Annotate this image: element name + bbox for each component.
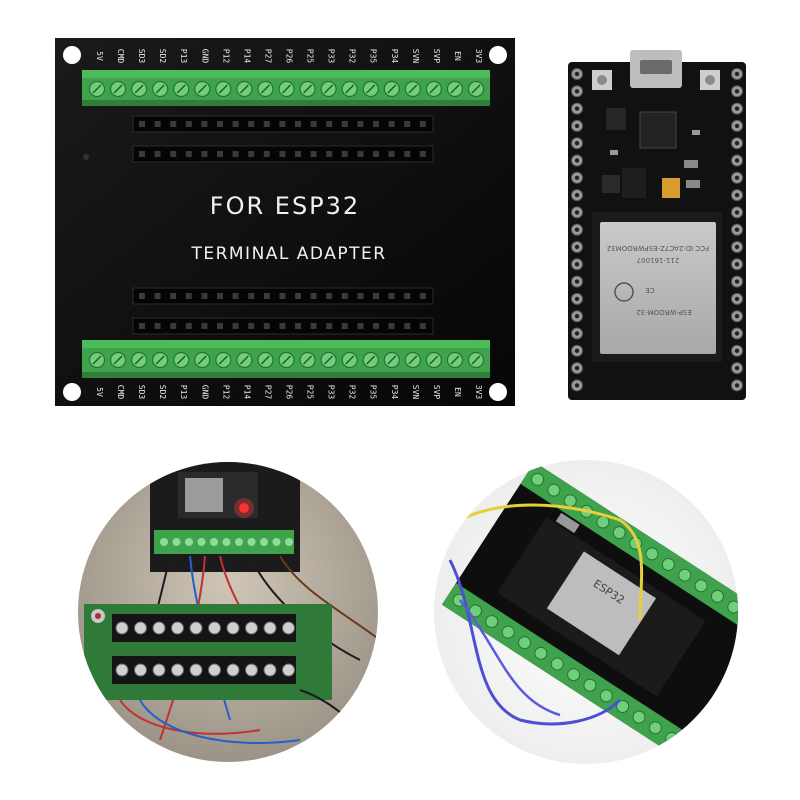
mounting-hole — [63, 46, 81, 64]
top-pin-label: GND — [200, 49, 209, 64]
top-pin-label: SD3 — [137, 49, 146, 64]
top-pin-label: 3V3 — [474, 49, 483, 64]
top-pin-label: SVN — [411, 49, 420, 64]
usb-uart-chip — [639, 111, 677, 149]
top-pin-label: SVP — [432, 49, 441, 64]
top-pin-label: 5V — [95, 51, 104, 61]
capacitor — [662, 178, 680, 198]
board-title: FOR ESP32 — [210, 192, 360, 220]
ce-mark: CE — [645, 286, 654, 294]
top-pin-label: P14 — [242, 49, 251, 64]
mounting-hole — [489, 383, 507, 401]
board-subtitle: TERMINAL ADAPTER — [190, 244, 386, 264]
bottom-pin-label: 3V3 — [474, 385, 483, 400]
bottom-pin-label: SVN — [411, 385, 420, 400]
top-pin-label: SD2 — [158, 49, 167, 64]
bottom-pin-label: SD2 — [158, 385, 167, 400]
bottom-pin-label: P25 — [306, 385, 315, 400]
espressif-logo — [614, 282, 634, 302]
bottom-pin-label: P32 — [348, 385, 357, 400]
rf-shield — [600, 222, 716, 354]
top-pin-label: P26 — [285, 49, 294, 64]
top-pin-label: P32 — [348, 49, 357, 64]
bottom-pin-label: P34 — [390, 385, 399, 400]
bottom-pin-label: EN — [453, 387, 462, 397]
top-pin-label: P25 — [306, 49, 315, 64]
bottom-pin-label: P26 — [285, 385, 294, 400]
mounted-adapter-photo: ESP32 — [434, 460, 738, 764]
bottom-pin-label: SVP — [432, 385, 441, 400]
bottom-pin-label: GND — [200, 385, 209, 400]
top-pin-label: P34 — [390, 49, 399, 64]
lower-terminal-row — [441, 582, 691, 758]
bottom-pin-label: P35 — [369, 385, 378, 400]
fcc-label: FCC ID:2AC7Z-ESPWROOM32 — [607, 244, 709, 252]
mounting-hole — [63, 383, 81, 401]
top-pin-label: P13 — [179, 49, 188, 64]
bottom-pin-labels: 5V CMD SD3 SD2 P13 GND P12 P14 P27 P26 P25 P33 P32 P3… — [95, 385, 483, 400]
top-pin-label: P33 — [327, 49, 336, 64]
top-pin-label: EN — [453, 51, 462, 61]
top-pin-label: P27 — [263, 49, 272, 64]
top-pin-label: CMD — [116, 49, 125, 64]
yellow-wire — [459, 503, 644, 621]
wired-enclosure-photo — [78, 462, 378, 762]
upper-terminal-row — [520, 462, 738, 637]
bottom-pin-label: P33 — [327, 385, 336, 400]
power-led — [239, 503, 249, 513]
bottom-pin-label: CMD — [116, 385, 125, 400]
top-pin-label: P35 — [369, 49, 378, 64]
top-pin-labels: 5V CMD SD3 SD2 P13 GND P12 P14 P27 P26 P25 P33 P32 P3… — [95, 49, 483, 64]
bottom-pin-label: P12 — [221, 385, 230, 400]
bottom-pin-label: P14 — [242, 385, 251, 400]
esp32-devkit-board: FCC ID:2AC7Z-ESPWROOM32 211-161007 CE ES… — [568, 50, 746, 400]
cert-label: 211-161007 — [637, 256, 680, 264]
bottom-pin-label: SD3 — [137, 385, 146, 400]
bottom-pin-label: 5V — [95, 387, 104, 397]
mounting-hole — [489, 46, 507, 64]
bottom-pin-label: P27 — [263, 385, 272, 400]
module-name: ESP-WROOM-32 — [636, 308, 691, 316]
pin-header-rows — [132, 115, 434, 335]
top-pin-label: P12 — [221, 49, 230, 64]
bottom-pin-label: P13 — [179, 385, 188, 400]
esp32-shield-closeup — [546, 551, 657, 656]
